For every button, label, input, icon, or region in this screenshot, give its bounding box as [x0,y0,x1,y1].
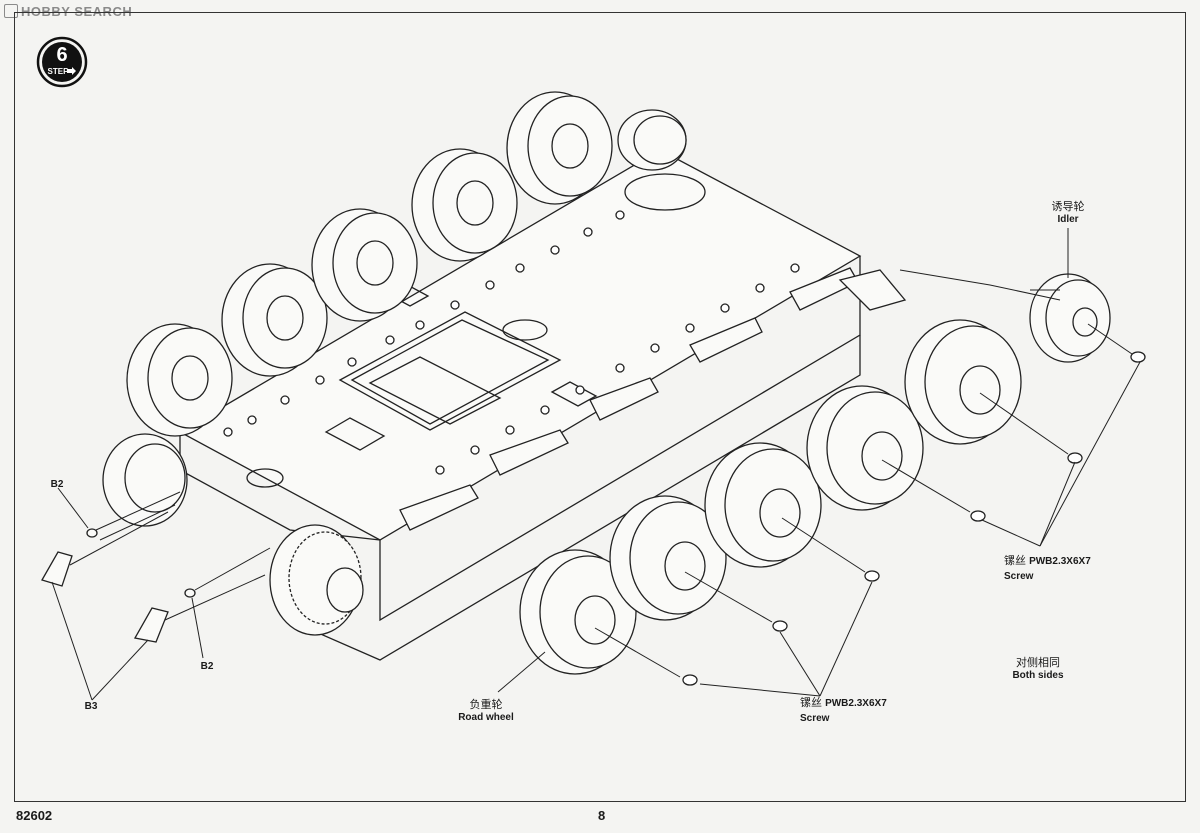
screw-right-part-number: PWB2.3X6X7 [1029,556,1091,567]
both-sides-label-en: Both sides [1012,670,1064,681]
hobby-search-logo-icon [4,4,18,18]
near-road-wheels [519,319,1022,675]
step-badge: 6 STEP [36,36,88,88]
screw-right-label: 镙丝 PWB2.3X6X7 Screw [1004,554,1144,583]
road-wheel-label-en: Road wheel [458,712,514,723]
both-sides-label: 对侧相同 Both sides [998,656,1078,682]
sprocket-drive-wheel [102,433,364,636]
step-number: 6 [56,44,67,66]
page-number: 8 [598,808,606,823]
both-sides-label-cn: 对侧相同 [1016,656,1060,669]
callout-lines [51,228,1141,701]
idler-label-cn: 诱导轮 [1051,200,1085,213]
page-frame [14,12,1186,802]
part-b2-top-label: B2 [50,479,64,490]
suspension-arms [399,267,907,531]
screw-bottom-part-number: PWB2.3X6X7 [825,698,887,709]
part-b3-label: B3 [84,701,98,712]
watermark: HOBBY SEARCH [4,4,132,19]
idler-label: 诱导轮 Idler [1038,200,1098,226]
far-road-wheels [126,91,687,437]
road-wheel-label: 负重轮 Road wheel [448,698,524,724]
idler-label-en: Idler [1057,214,1079,225]
part-b2-bottom-label: B2 [200,661,214,672]
idler-wheel [1029,273,1111,363]
road-wheel-label-cn: 负重轮 [469,698,503,711]
screw-bottom-label-cn: 镙丝 [800,696,822,709]
screw-bottom-label-en: Screw [800,713,830,724]
screw-right-label-cn: 镙丝 [1004,554,1026,567]
screw-right-label-en: Screw [1004,571,1034,582]
model-number: 82602 [16,808,53,823]
screws [682,351,1146,686]
step-word: STEP [48,67,70,76]
hull-holes [223,210,800,475]
small-parts [41,528,196,643]
assembly-lines [69,269,1133,678]
screw-bottom-label: 镙丝 PWB2.3X6X7 Screw [800,696,940,725]
